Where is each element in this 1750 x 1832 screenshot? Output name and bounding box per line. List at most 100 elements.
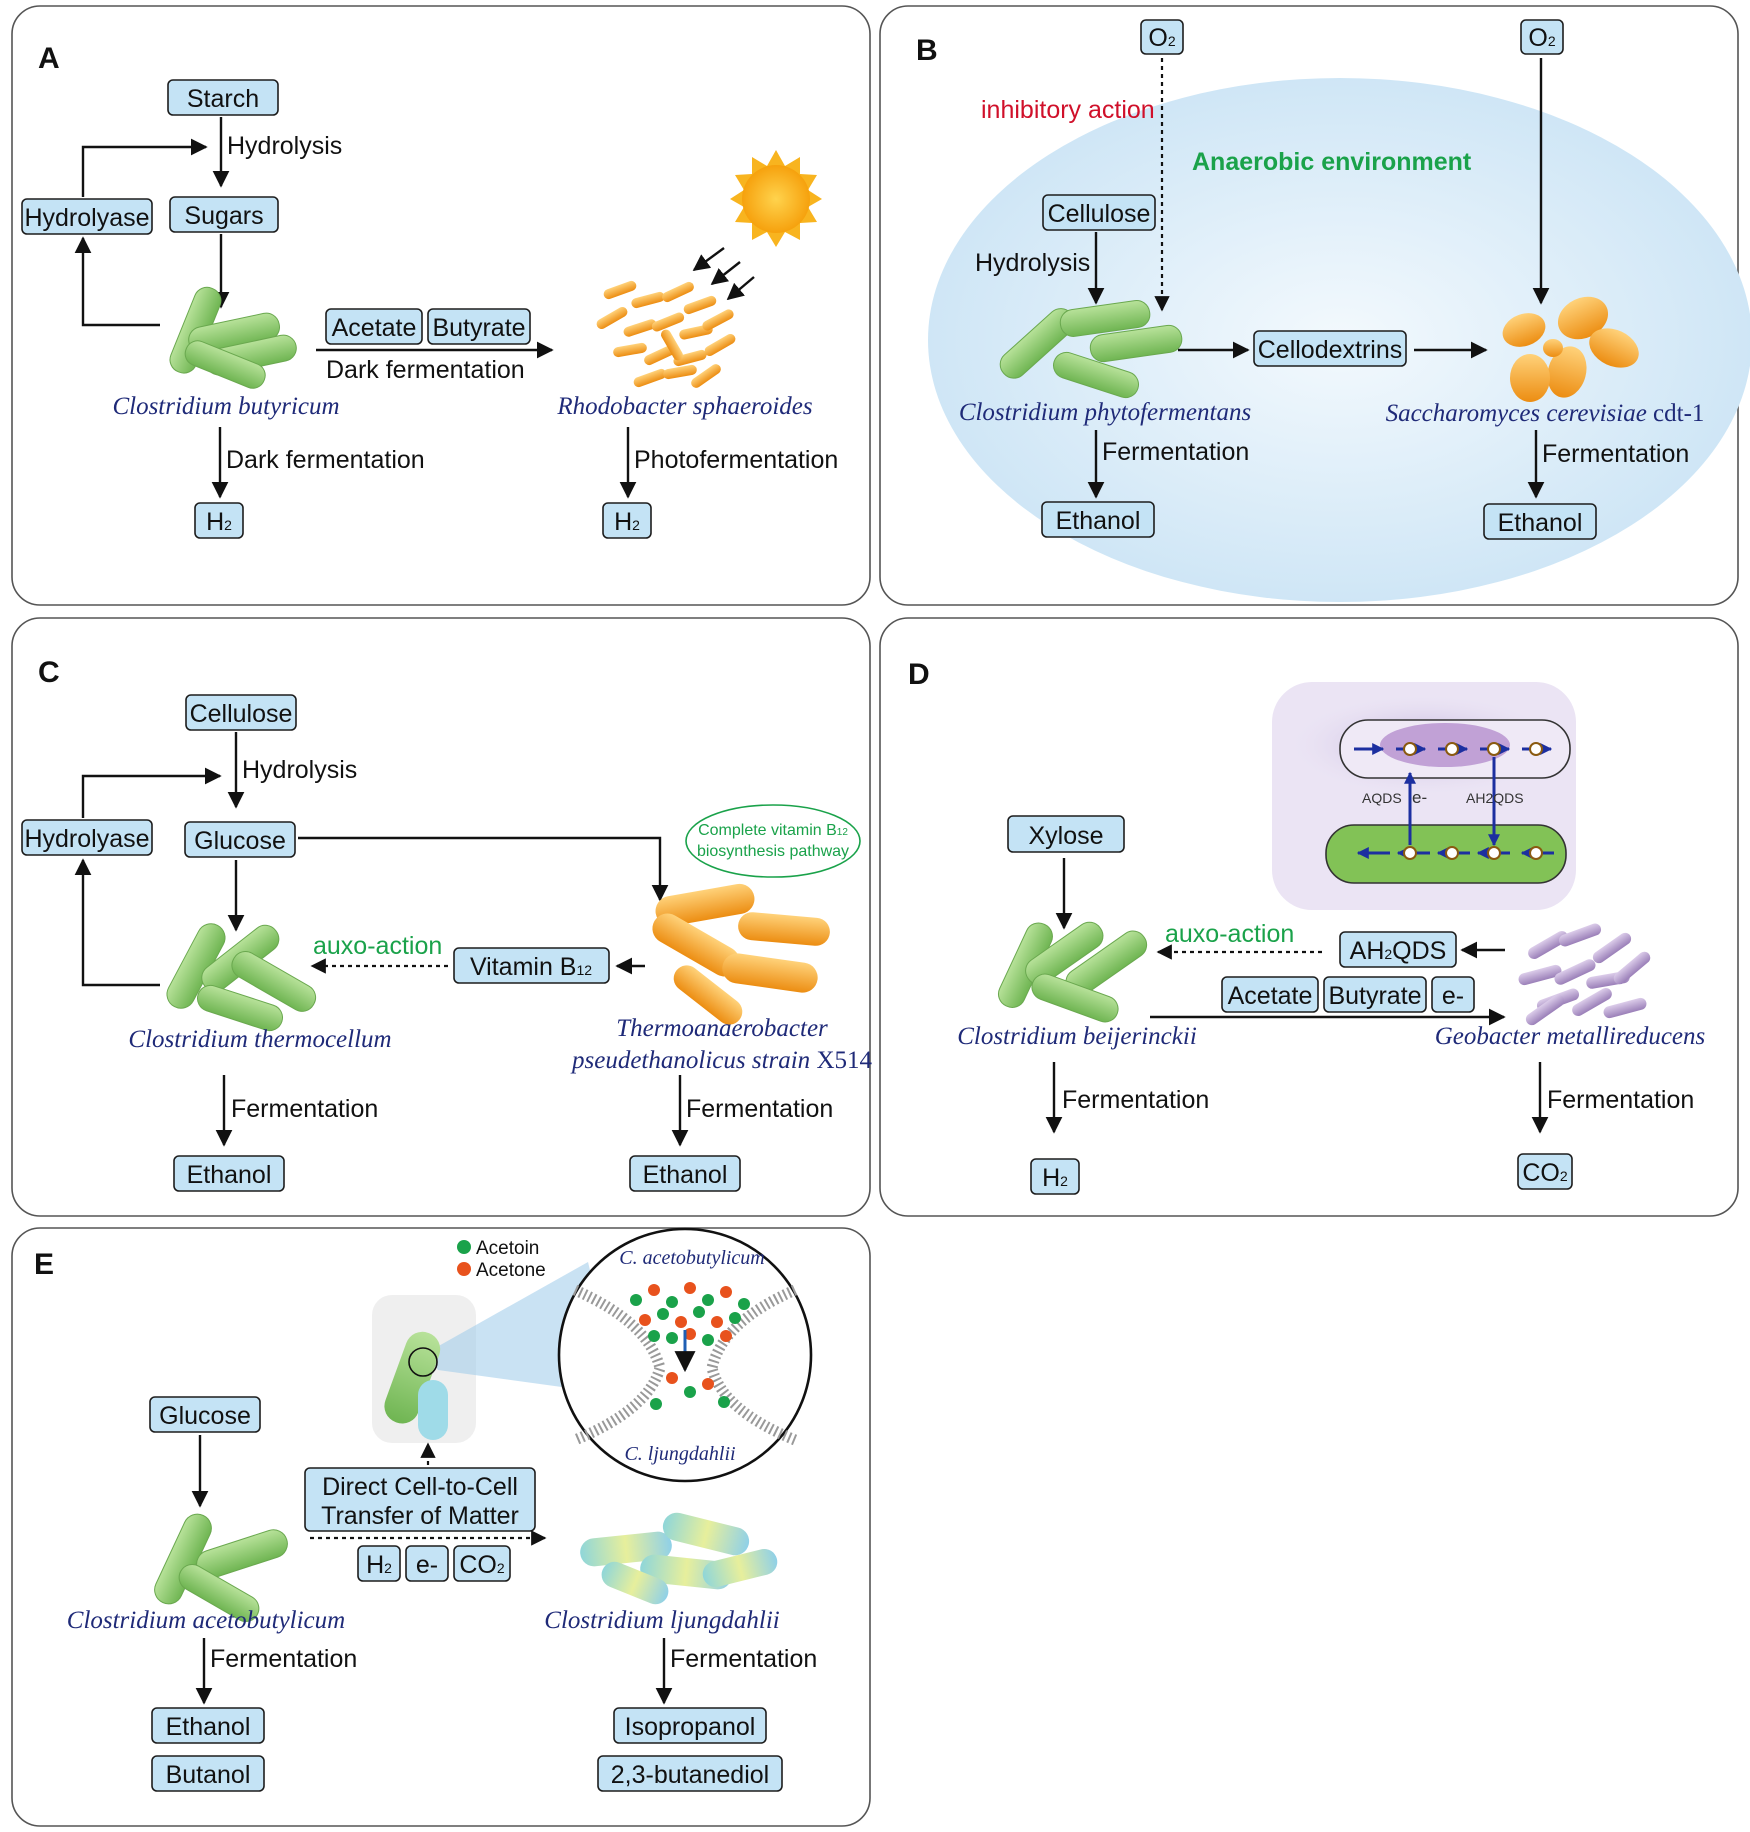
zoom-label-acetobutylicum: C. acetobutylicum <box>619 1247 765 1269</box>
label-fermentation-e-right: Fermentation <box>670 1645 817 1673</box>
svg-text:Starch: Starch <box>187 85 259 113</box>
label-auxo-action-c: auxo-action <box>313 932 442 960</box>
label-aqds: AQDS <box>1362 790 1402 806</box>
panel-a-frame <box>11 5 871 606</box>
label-auxo-action-d: auxo-action <box>1165 920 1294 948</box>
molecule-dots <box>630 1282 750 1410</box>
label-fermentation-d-right: Fermentation <box>1547 1086 1694 1114</box>
box-h2-e: H2 <box>357 1545 401 1582</box>
svg-text:Butanol: Butanol <box>166 1761 251 1789</box>
label-fermentation-c-left: Fermentation <box>231 1095 378 1123</box>
box-cellulose-b: Cellulose <box>1042 194 1156 231</box>
box-o2-right: O2 <box>1520 19 1564 55</box>
bacteria-clostridium-butyricum <box>169 286 297 389</box>
label-hydrolysis-a: Hydrolysis <box>227 132 342 160</box>
box-co2-d: CO2 <box>1517 1153 1573 1190</box>
species-thermoanaerobacter-line1: Thermoanaerobacter <box>616 1015 828 1042</box>
svg-text:Cellulose: Cellulose <box>1048 200 1151 228</box>
panel-a: A Starch Hydrolysis Sugars Hydrolyase Ac… <box>11 5 871 606</box>
svg-text:Cellulose: Cellulose <box>190 700 293 728</box>
arrow-bacteria-hydrolyase-c <box>74 858 160 987</box>
box-xylose: Xylose <box>1007 815 1125 853</box>
svg-text:Glucose: Glucose <box>159 1402 251 1430</box>
svg-text:e-: e- <box>416 1551 438 1579</box>
box-sugars: Sugars <box>169 196 279 233</box>
svg-text:H2: H2 <box>614 508 640 536</box>
box-ethanol-c-right: Ethanol <box>629 1155 741 1192</box>
panel-d-label: D <box>908 658 930 691</box>
svg-text:Ethanol: Ethanol <box>166 1713 251 1741</box>
svg-text:Hydrolyase: Hydrolyase <box>24 204 149 232</box>
box-butyrate-d: Butyrate <box>1323 976 1427 1013</box>
svg-text:Direct Cell-to-Cell: Direct Cell-to-Cell <box>322 1473 518 1501</box>
svg-text:Isopropanol: Isopropanol <box>625 1713 756 1741</box>
svg-text:Ethanol: Ethanol <box>1498 509 1583 537</box>
sun-icon <box>730 150 822 247</box>
label-fermentation-c-right: Fermentation <box>686 1095 833 1123</box>
svg-text:H2: H2 <box>366 1551 392 1579</box>
box-glucose-e: Glucose <box>149 1396 261 1433</box>
box-butanediol-e: 2,3-butanediol <box>597 1755 783 1792</box>
box-ethanol-b-left: Ethanol <box>1041 501 1155 538</box>
label-electron-small: e- <box>1412 788 1427 807</box>
label-ah2qds-small: AH2QDS <box>1466 790 1524 806</box>
bacteria-clostridium-acetobutylicum <box>154 1513 288 1622</box>
svg-text:biosynthesis pathway: biosynthesis pathway <box>697 843 849 860</box>
box-isopropanol-e: Isopropanol <box>613 1707 767 1744</box>
svg-text:Sugars: Sugars <box>184 202 263 230</box>
electron-carrier-chain <box>1354 742 1554 860</box>
label-inhibitory-action: inhibitory action <box>981 96 1155 124</box>
species-clostridium-butyricum: Clostridium butyricum <box>112 393 339 420</box>
label-hydrolysis-c: Hydrolysis <box>242 756 357 784</box>
yeast-saccharomyces-cerevisiae <box>1502 296 1639 402</box>
box-starch: Starch <box>167 79 279 116</box>
species-clostridium-acetobutylicum: Clostridium acetobutylicum <box>67 1607 345 1634</box>
panel-e: E Acetoin Acetone C. acetobutylicum C. l… <box>11 1227 871 1827</box>
svg-text:Acetate: Acetate <box>332 314 417 342</box>
arrow-glucose-thermoanaerobacter <box>298 836 669 902</box>
label-hydrolysis-b: Hydrolysis <box>975 249 1090 277</box>
box-h2-right-a: H2 <box>602 502 652 539</box>
svg-text:O2: O2 <box>1528 24 1555 52</box>
species-clostridium-ljungdahlii: Clostridium ljungdahlii <box>544 1607 780 1634</box>
svg-text:Complete vitamin B12: Complete vitamin B12 <box>698 822 848 839</box>
panel-c-frame <box>11 617 871 1217</box>
svg-text:Vitamin B12: Vitamin B12 <box>470 953 592 981</box>
panel-c-label: C <box>38 656 60 689</box>
panel-c: C Cellulose Hydrolysis Hydrolyase Glucos… <box>11 617 872 1217</box>
svg-text:Glucose: Glucose <box>194 827 286 855</box>
box-vitamin-b12: Vitamin B12 <box>453 947 610 984</box>
box-co2-e: CO2 <box>453 1545 511 1582</box>
label-fermentation-e-left: Fermentation <box>210 1645 357 1673</box>
svg-text:Acetate: Acetate <box>1228 982 1313 1010</box>
label-dark-fermentation-a: Dark fermentation <box>226 446 425 474</box>
svg-text:Butyrate: Butyrate <box>432 314 525 342</box>
dies-electron-transfer-inset: AQDS e- AH2QDS <box>1272 682 1576 910</box>
svg-text:Ethanol: Ethanol <box>187 1161 272 1189</box>
label-fermentation-b-right: Fermentation <box>1542 440 1689 468</box>
label-photofermentation: Photofermentation <box>634 446 838 474</box>
zoom-label-ljungdahlii: C. ljungdahlii <box>624 1443 735 1465</box>
box-ethanol-c-left: Ethanol <box>173 1155 285 1192</box>
bacteria-rhodobacter-sphaeroides <box>596 280 736 388</box>
box-electron-e: e- <box>405 1545 449 1582</box>
species-clostridium-thermocellum: Clostridium thermocellum <box>128 1026 391 1053</box>
svg-text:O2: O2 <box>1148 24 1175 52</box>
species-thermoanaerobacter-line2: pseudethanolicus strain X514 <box>570 1047 872 1074</box>
arrow-hydrolyase-c <box>81 767 222 818</box>
svg-text:Acetoin: Acetoin <box>476 1238 539 1259</box>
panel-d: D AQDS e- AH2QDS Xylose auxo-action <box>879 617 1739 1217</box>
box-h2-left-a: H2 <box>194 502 244 539</box>
svg-text:AH2QDS: AH2QDS <box>1350 937 1447 965</box>
box-hydrolyase-c: Hydrolyase <box>21 819 153 856</box>
light-rays-icon <box>692 247 755 301</box>
label-fermentation-d-left: Fermentation <box>1062 1086 1209 1114</box>
species-saccharomyces-cerevisiae: Saccharomyces cerevisiae cdt-1 <box>1386 400 1705 427</box>
svg-text:H2: H2 <box>206 508 232 536</box>
box-ah2qds: AH2QDS <box>1339 931 1457 968</box>
panel-b: B O2 O2 inhibitory action Anaerobic envi… <box>879 5 1750 606</box>
panel-a-label: A <box>38 42 60 75</box>
box-direct-transfer: Direct Cell-to-Cell Transfer of Matter <box>304 1467 536 1532</box>
arrow-bacteria-to-hydrolyase <box>74 236 160 327</box>
box-glucose-c: Glucose <box>184 821 296 858</box>
